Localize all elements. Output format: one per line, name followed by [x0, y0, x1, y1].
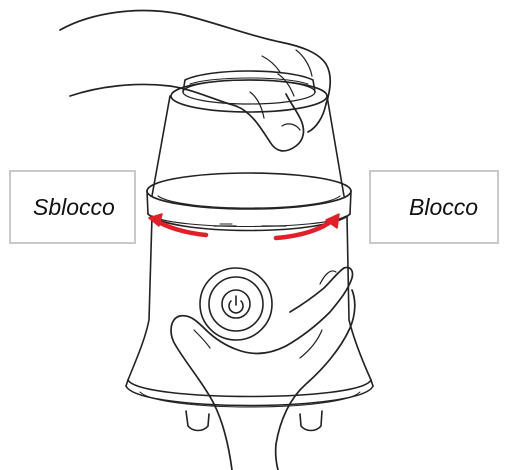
locking-collar: [147, 173, 351, 231]
foot-right: [300, 411, 322, 431]
unlock-label: Sblocco: [33, 194, 115, 221]
foot-left: [186, 411, 209, 431]
top-hand: [60, 11, 330, 151]
power-button: [200, 268, 272, 340]
lock-label-box: Blocco: [369, 170, 499, 244]
unlock-label-box: Sblocco: [9, 170, 136, 244]
blender-base: [126, 216, 373, 431]
lock-label: Blocco: [409, 194, 478, 221]
blender-jar: [152, 71, 344, 208]
power-icon: [229, 296, 243, 313]
